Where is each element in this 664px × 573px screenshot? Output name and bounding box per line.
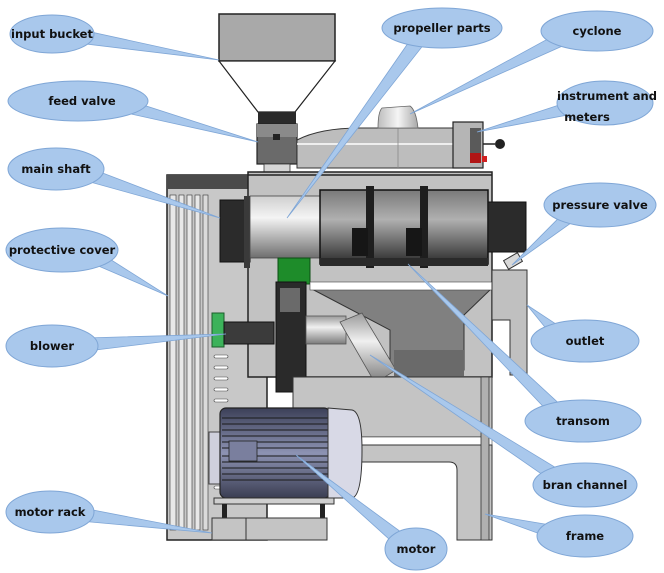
callout-label: blower: [30, 339, 74, 353]
callout-label: transom: [556, 414, 610, 428]
callout-bubble: [5, 324, 99, 368]
callout-feed-valve: feed valve: [7, 80, 259, 143]
callout-propeller-parts: propeller parts: [286, 7, 503, 219]
callout-label: protective cover: [9, 243, 116, 257]
main-shaft-part: [219, 195, 321, 268]
callout-bubble: [7, 80, 149, 122]
callout-label: cyclone: [573, 24, 622, 38]
motor-rack-part: [211, 497, 335, 541]
callout-motor: motor: [295, 454, 448, 571]
callout-blower: blower: [5, 324, 227, 368]
callouts: input bucket feed valve main shaft protecti…: [5, 7, 657, 571]
green-bracket: [277, 257, 311, 285]
callout-bubble: [384, 527, 448, 571]
callout-label: outlet: [566, 334, 605, 348]
callout-transom: transom: [407, 263, 642, 443]
cyclone-part: [377, 105, 419, 129]
callout-label: input bucket: [11, 27, 93, 41]
callout-pressure-valve: pressure valve: [511, 182, 657, 266]
callout-bubble: [556, 80, 654, 126]
callout-label: pressure valve: [552, 198, 648, 212]
callout-label: propeller parts: [393, 21, 490, 35]
callout-instrument-and-meters: instrument and meters: [476, 80, 657, 133]
callout-bubble: [530, 319, 640, 363]
callout-bran-channel: bran channel: [369, 354, 638, 508]
callout-label: bran channel: [543, 478, 628, 492]
callout-label: motor rack: [15, 505, 86, 519]
callout-bubble: [532, 462, 638, 508]
whitening-chamber: [319, 186, 527, 268]
callout-bubble: [543, 182, 657, 228]
callout-label: frame: [566, 529, 604, 543]
callout-bubble: [5, 227, 119, 273]
callout-bubble: [536, 514, 634, 558]
callout-label-line2: meters: [564, 110, 610, 124]
callout-label: motor: [397, 542, 436, 556]
callout-frame: frame: [484, 513, 634, 558]
machine: [166, 13, 528, 541]
callout-label: main shaft: [21, 162, 91, 176]
callout-pointer: [73, 28, 220, 61]
callout-outlet: outlet: [526, 304, 640, 363]
callout-bubble: [381, 7, 503, 49]
callout-cyclone: cyclone: [409, 10, 654, 115]
blower-part: [211, 281, 347, 393]
upper-housing: [296, 127, 456, 169]
motor-part: [208, 407, 363, 499]
callout-bubble: [524, 399, 642, 443]
callout-label: instrument and: [557, 89, 657, 103]
instrument-meters-part: [452, 121, 505, 169]
callout-label: feed valve: [48, 94, 116, 108]
callout-bubble: [5, 490, 95, 534]
callout-input-bucket: input bucket: [9, 14, 220, 61]
callout-motor-rack: motor rack: [5, 490, 213, 534]
callout-bubble: [540, 10, 654, 52]
input-bucket-part: [217, 13, 337, 124]
callout-protective-cover: protective cover: [5, 227, 169, 297]
callout-bubble: [9, 14, 95, 54]
callout-main-shaft: main shaft: [7, 147, 221, 219]
callout-bubble: [7, 147, 105, 191]
